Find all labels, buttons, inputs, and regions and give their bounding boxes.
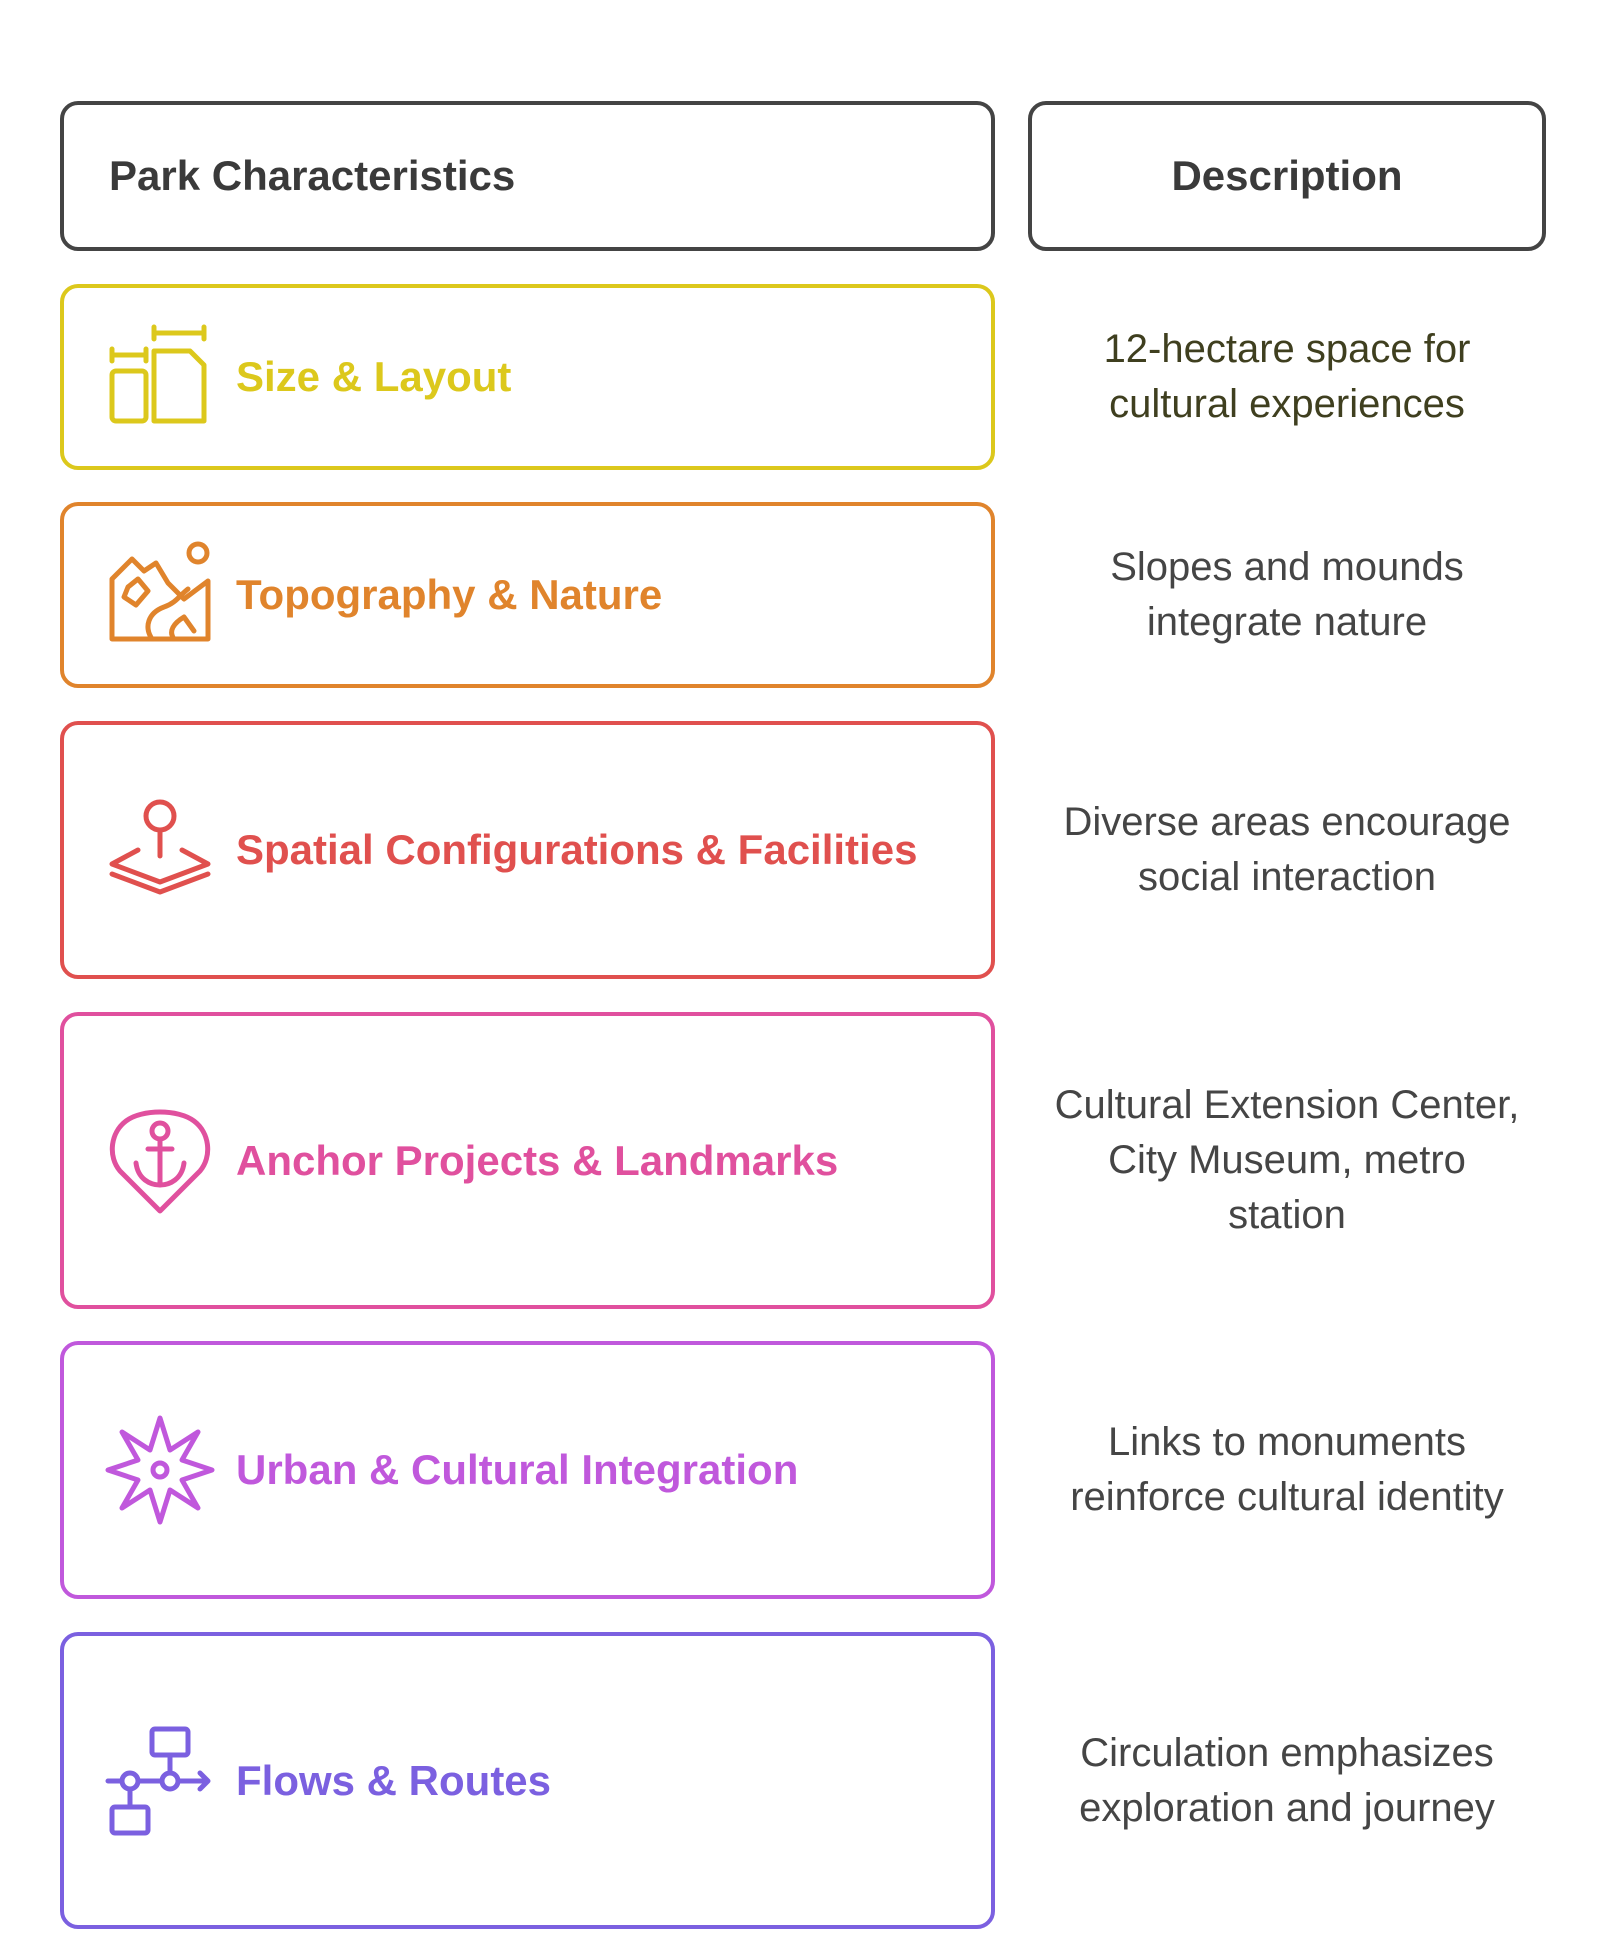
star-compass-icon [104, 1414, 216, 1526]
row-label: Size & Layout [236, 353, 512, 400]
row-label: Flows & Routes [236, 1756, 552, 1804]
row-label: Urban & Cultural Integration [236, 1446, 799, 1493]
row-topography-nature: Topography & Nature [60, 502, 995, 688]
size-layout-icon [104, 321, 216, 433]
row-label: Anchor Projects & Landmarks [236, 1136, 839, 1184]
row-spatial-configurations: Spatial Configurations & Facilities [60, 721, 995, 979]
description-size-layout: 12-hectare space for cultural experience… [1028, 284, 1546, 470]
row-urban-cultural-integration: Urban & Cultural Integration [60, 1341, 995, 1599]
description-anchor-projects: Cultural Extension Center, City Museum, … [1028, 1012, 1546, 1309]
flow-diagram-icon [104, 1725, 216, 1837]
row-label: Spatial Configurations & Facilities [236, 826, 918, 873]
anchor-pin-icon [104, 1105, 216, 1217]
description-urban-cultural-integration: Links to monuments reinforce cultural id… [1028, 1341, 1546, 1599]
mountain-sun-icon [104, 539, 216, 651]
description-text: Links to monuments reinforce cultural id… [1070, 1420, 1504, 1519]
description-spatial-configurations: Diverse areas encourage social interacti… [1028, 721, 1546, 979]
header-left-label: Park Characteristics [109, 152, 516, 199]
description-text: Cultural Extension Center, City Museum, … [1054, 1083, 1520, 1237]
description-text: 12-hectare space for cultural experience… [1103, 327, 1471, 426]
header-description: Description [1028, 101, 1546, 251]
row-label: Topography & Nature [236, 571, 663, 618]
row-flows-routes: Flows & Routes [60, 1632, 995, 1929]
description-flows-routes: Circulation emphasizes exploration and j… [1028, 1632, 1546, 1929]
location-pin-layers-icon [104, 794, 216, 906]
row-size-layout: Size & Layout [60, 284, 995, 470]
description-topography-nature: Slopes and mounds integrate nature [1028, 502, 1546, 688]
header-right-label: Description [1171, 152, 1403, 199]
header-park-characteristics: Park Characteristics [60, 101, 995, 251]
description-text: Slopes and mounds integrate nature [1110, 545, 1464, 644]
row-anchor-projects: Anchor Projects & Landmarks [60, 1012, 995, 1309]
description-text: Circulation emphasizes exploration and j… [1079, 1730, 1495, 1830]
description-text: Diverse areas encourage social interacti… [1063, 800, 1511, 899]
